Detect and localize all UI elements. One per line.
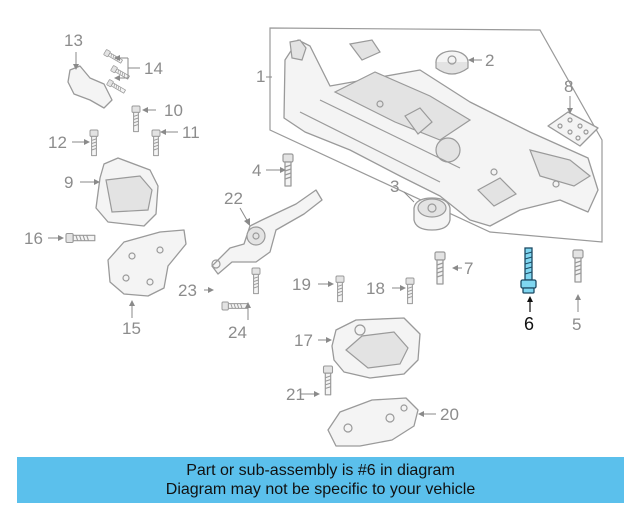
callout-16: 16: [24, 229, 43, 248]
bolt-part-16: [65, 232, 96, 244]
bolt-part-19: [335, 275, 345, 303]
callout-23: 23: [178, 281, 197, 300]
callout-19: 19: [292, 275, 311, 294]
bolt-part-24: [251, 267, 261, 295]
callout-12: 12: [48, 133, 67, 152]
callout-14: 14: [144, 59, 163, 78]
mount-part-9: [95, 157, 159, 227]
bolts-part-14: [103, 49, 131, 95]
callout-2: 2: [485, 51, 494, 70]
callout-17: 17: [294, 331, 313, 350]
callout-24: 24: [228, 323, 247, 342]
callout-10: 10: [164, 101, 183, 120]
bolt-part-18: [405, 277, 415, 305]
callout-6: 6: [524, 314, 534, 334]
subframe-part-1: [269, 27, 603, 243]
callout-13: 13: [64, 31, 83, 50]
callout-22: 22: [224, 189, 243, 208]
bracket-part-20: [327, 397, 419, 447]
mount-part-17: [331, 317, 421, 379]
bracket-part-13: [67, 65, 113, 109]
callout-11: 11: [182, 123, 200, 142]
callout-9: 9: [64, 173, 73, 192]
torque-rod-part-22: [211, 189, 323, 275]
bracket-part-15: [107, 229, 187, 297]
bolt-part-21: [322, 365, 334, 396]
plate-part-8: [547, 111, 599, 147]
bolt-part-12: [89, 129, 99, 157]
bolt-part-7: [434, 251, 446, 285]
bolt-part-10: [131, 105, 141, 133]
callout-3: 3: [390, 177, 399, 196]
banner-line-1: Part or sub-assembly is #6 in diagram: [186, 462, 455, 479]
bolt-part-6-highlighted[interactable]: [520, 247, 537, 294]
banner-line-2: Diagram may not be specific to your vehi…: [165, 481, 476, 498]
callout-21: 21: [286, 385, 305, 404]
bolt-part-23: [221, 301, 249, 311]
info-banner: Part or sub-assembly is #6 in diagram Di…: [17, 457, 624, 503]
callout-20: 20: [440, 405, 459, 424]
callout-8: 8: [564, 77, 573, 96]
callout-4: 4: [252, 161, 261, 180]
callout-18: 18: [366, 279, 385, 298]
bushing-part-3: [413, 197, 451, 231]
bolt-part-11: [151, 129, 161, 157]
leader-lines: [48, 52, 581, 417]
callout-1: 1: [256, 67, 265, 86]
callout-15: 15: [122, 319, 141, 338]
callout-5: 5: [572, 315, 581, 334]
bolt-part-5: [572, 249, 584, 283]
bushing-part-2: [435, 50, 469, 75]
callout-7: 7: [464, 259, 473, 278]
